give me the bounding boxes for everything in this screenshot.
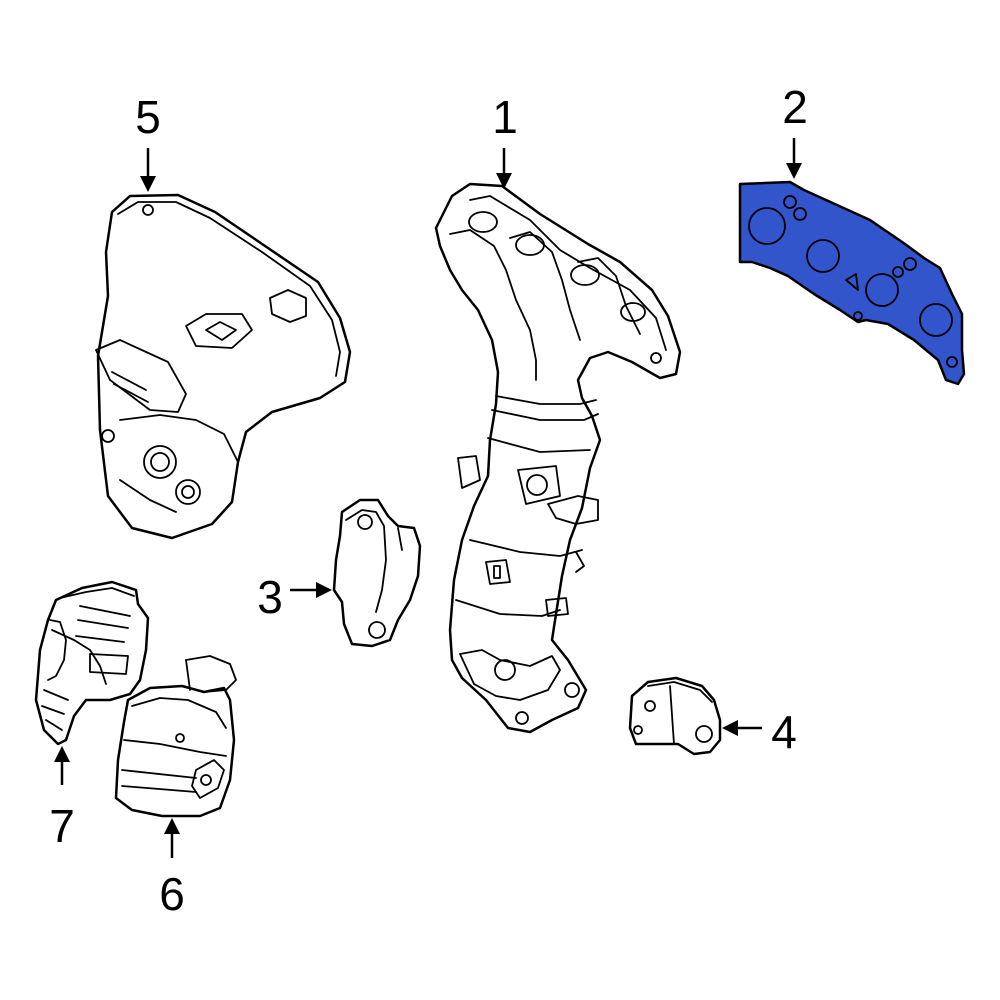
callout-label-6: 6 (159, 868, 185, 920)
callout-6: 6 (159, 818, 185, 920)
arrow-head-1 (496, 173, 512, 189)
gasket-body (738, 180, 966, 386)
part-7-lower-heat-shield-left[interactable] (34, 580, 150, 746)
callout-label-1: 1 (492, 91, 518, 143)
callout-5: 5 (135, 91, 161, 192)
part-6-lower-heat-shield-right[interactable] (114, 655, 237, 818)
callout-7: 7 (49, 746, 75, 852)
arrow-head-2 (786, 163, 802, 179)
callout-4: 4 (722, 706, 797, 758)
part-1-exhaust-manifold-converter[interactable] (434, 182, 682, 734)
arrow-head-7 (54, 746, 70, 762)
part-2-manifold-gasket[interactable] (738, 180, 966, 386)
callout-label-5: 5 (135, 91, 161, 143)
callout-label-4: 4 (771, 706, 797, 758)
arrow-head-4 (722, 720, 738, 736)
callout-1: 1 (492, 91, 518, 189)
callout-3: 3 (257, 571, 332, 623)
part-3-bracket[interactable] (332, 498, 422, 648)
part-4-small-bracket[interactable] (628, 676, 722, 756)
arrow-head-3 (316, 582, 332, 598)
callout-2: 2 (782, 81, 808, 179)
callout-label-7: 7 (49, 800, 75, 852)
arrow-head-6 (164, 818, 180, 834)
callout-label-3: 3 (257, 571, 283, 623)
callout-label-2: 2 (782, 81, 808, 133)
part-5-heat-shield-upper[interactable] (95, 193, 352, 540)
arrow-head-5 (140, 176, 156, 192)
